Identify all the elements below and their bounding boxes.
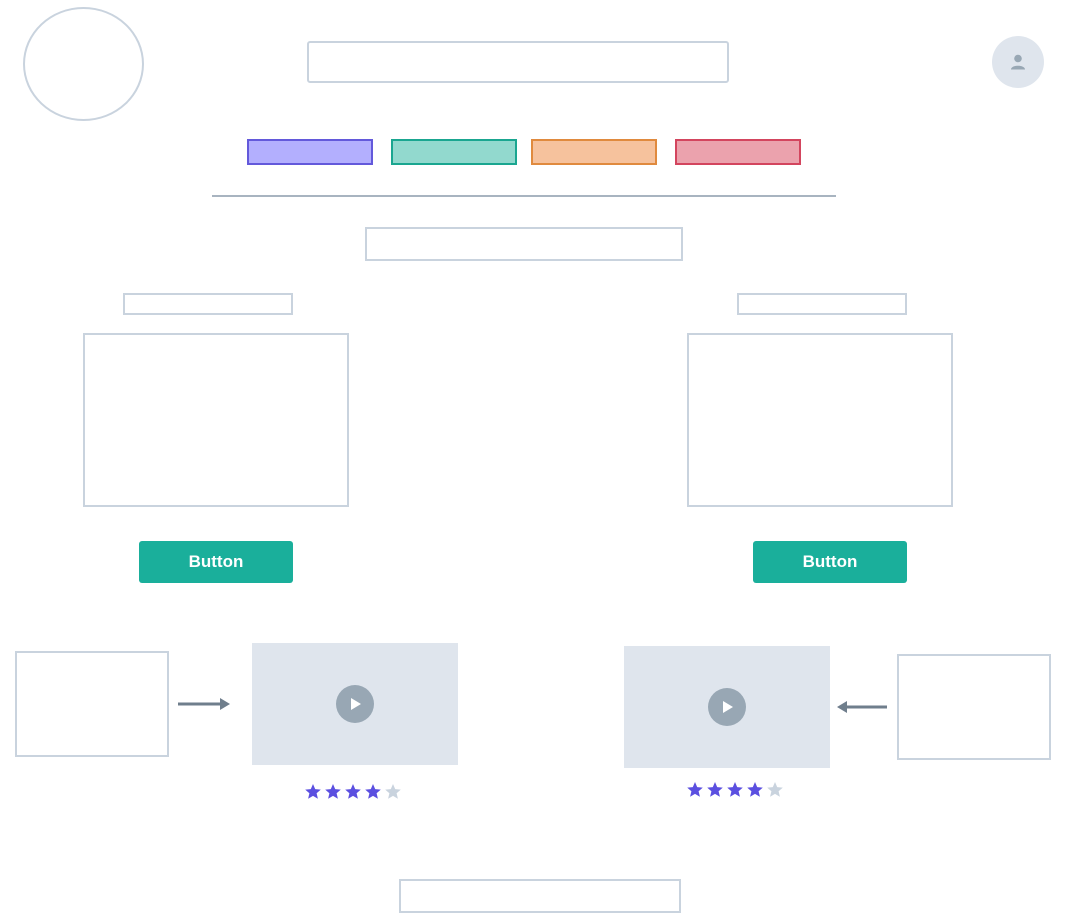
right-star-rating[interactable] (686, 781, 784, 801)
star-empty-icon[interactable] (766, 781, 784, 799)
nav-tag-3[interactable] (531, 139, 657, 165)
left-video-thumbnail[interactable] (252, 643, 458, 765)
divider (212, 195, 836, 197)
left-source-box (15, 651, 169, 757)
footer-placeholder (399, 879, 681, 913)
search-bar[interactable] (307, 41, 729, 83)
star-filled-icon[interactable] (344, 783, 362, 801)
arrow-left-icon (837, 701, 887, 713)
star-filled-icon[interactable] (364, 783, 382, 801)
star-empty-icon[interactable] (384, 783, 402, 801)
play-icon (351, 698, 361, 710)
star-filled-icon[interactable] (726, 781, 744, 799)
left-column-label-placeholder (123, 293, 293, 315)
right-play-button[interactable] (708, 688, 746, 726)
star-filled-icon[interactable] (746, 781, 764, 799)
left-star-rating[interactable] (304, 783, 402, 803)
right-content-panel (687, 333, 953, 507)
nav-tag-1[interactable] (247, 139, 373, 165)
nav-tag-2[interactable] (391, 139, 517, 165)
avatar[interactable] (992, 36, 1044, 88)
star-filled-icon[interactable] (324, 783, 342, 801)
right-column-label-placeholder (737, 293, 907, 315)
left-content-panel (83, 333, 349, 507)
star-filled-icon[interactable] (686, 781, 704, 799)
right-source-box (897, 654, 1051, 760)
right-video-thumbnail[interactable] (624, 646, 830, 768)
star-filled-icon[interactable] (304, 783, 322, 801)
play-icon (723, 701, 733, 713)
right-action-button[interactable]: Button (753, 541, 907, 583)
user-icon (1011, 54, 1025, 70)
left-play-button[interactable] (336, 685, 374, 723)
nav-tag-4[interactable] (675, 139, 801, 165)
logo-placeholder (23, 7, 144, 121)
arrow-right-icon (178, 698, 230, 710)
section-title-placeholder (365, 227, 683, 261)
star-filled-icon[interactable] (706, 781, 724, 799)
left-action-button[interactable]: Button (139, 541, 293, 583)
